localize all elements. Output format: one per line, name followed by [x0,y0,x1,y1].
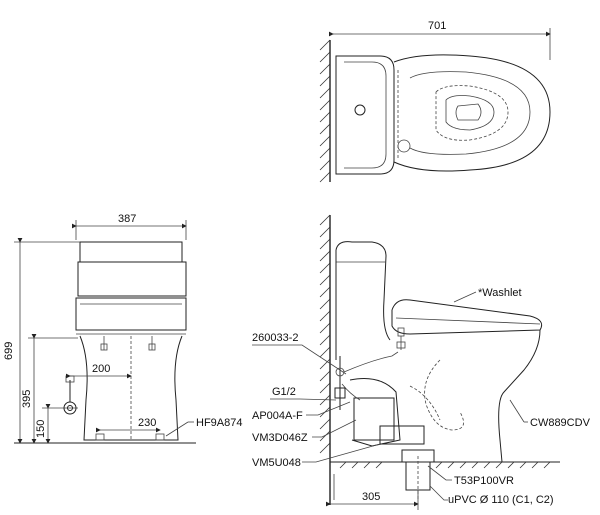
label-cw889cdv: CW889CDV [530,417,591,429]
label-260033-2: 260033-2 [252,332,299,344]
dim-305: 305 [362,491,380,503]
label-hf9a874: HF9A874 [196,417,242,429]
label-g12: G1/2 [272,386,296,398]
water-valve-icon [63,375,77,415]
front-height-dimension: 699 [3,342,15,360]
label-ap004a-f: AP004A-F [252,410,303,422]
label-vm5u048: VM5U048 [252,457,301,469]
label-t53p100vr: T53P100VR [454,475,514,487]
supply-hose-icon [334,351,399,410]
washlet-seat [391,299,543,335]
label-upvc: uPVC Ø 110 (C1, C2) [448,494,554,506]
dim-200: 200 [92,363,110,375]
dim-230: 230 [138,417,156,429]
front-bowl-body [79,335,183,441]
side-bowl-body [498,329,541,463]
washlet-connector-icon [396,327,406,350]
side-view: *Washlet 260033-2 G1/2 AP004A-F VM3D046Z… [252,214,591,510]
side-tank [335,241,391,341]
dim-395: 395 [21,390,33,408]
label-vm3d046z: VM3D046Z [252,432,308,444]
flush-button-icon [354,104,366,116]
front-width-dimension: 387 [118,213,136,225]
front-view: 387 699 395 150 [3,213,242,444]
front-tank [79,241,183,263]
top-view: 701 [319,20,551,183]
label-washlet: *Washlet [478,287,522,299]
tank-outline [335,55,395,175]
bowl-outline [393,54,551,172]
dim-150: 150 [35,420,47,438]
top-width-dimension: 701 [428,20,446,32]
